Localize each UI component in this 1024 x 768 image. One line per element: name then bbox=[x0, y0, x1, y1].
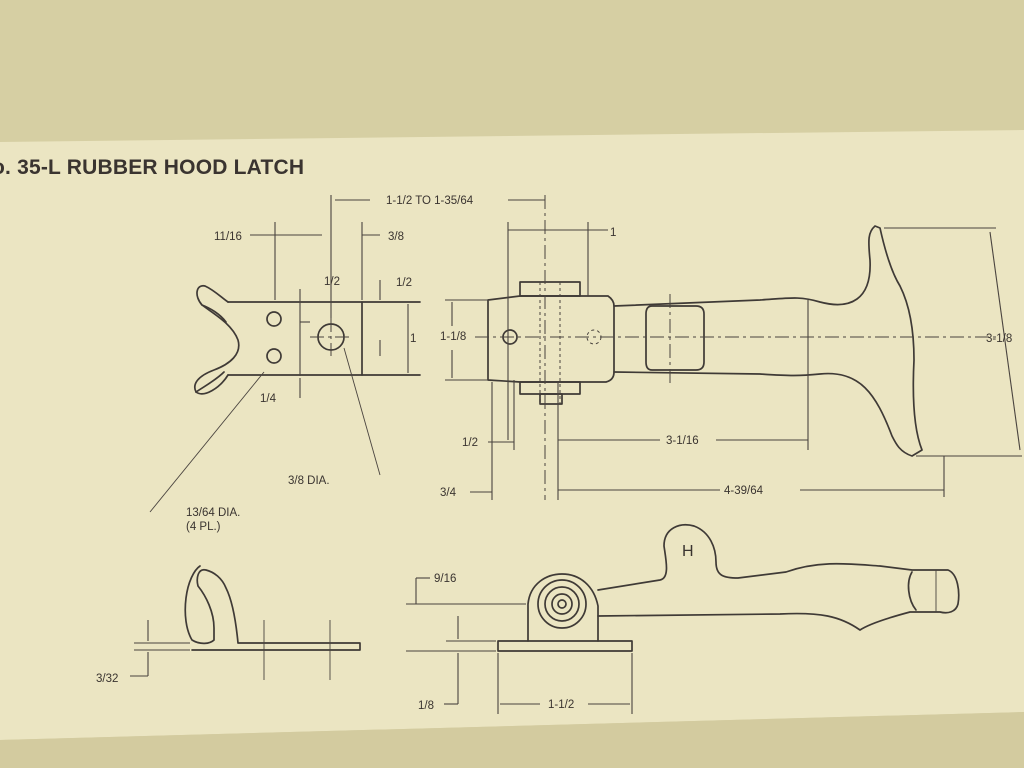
top-view-hook bbox=[194, 285, 421, 395]
mark-h: H bbox=[682, 543, 694, 560]
top-view-dimensions bbox=[149, 195, 545, 513]
dim-3-1-8: 3-1/8 bbox=[986, 333, 1012, 345]
dim-13-64-dia: 13/64 DIA. bbox=[186, 507, 240, 519]
top-view-latch bbox=[475, 195, 1000, 500]
dim-1-2-c: 1/2 bbox=[462, 437, 478, 449]
latch-dimensions bbox=[445, 222, 1022, 500]
dim-3-1-16: 3-1/16 bbox=[666, 435, 699, 447]
dim-1-b: 1 bbox=[610, 227, 616, 239]
side-view-latch bbox=[406, 524, 960, 714]
dim-4-39-64: 4-39/64 bbox=[724, 485, 764, 497]
dim-3-8: 3/8 bbox=[388, 231, 404, 243]
dim-11-16: 11/16 bbox=[214, 231, 242, 243]
dim-1-2-a: 1/2 bbox=[324, 276, 340, 288]
dim-4-pl: (4 PL.) bbox=[186, 521, 221, 533]
dim-3-8-dia: 3/8 DIA. bbox=[288, 475, 330, 487]
dim-1-1-8: 1-1/8 bbox=[440, 331, 466, 343]
dim-1-4: 1/4 bbox=[260, 393, 277, 405]
dim-overall-range: 1-1/2 TO 1-35/64 bbox=[386, 195, 474, 207]
dimension-labels: 1-1/2 TO 1-35/64 11/16 3/8 1/2 1/2 1 1-1… bbox=[96, 195, 1012, 712]
dim-1-a: 1 bbox=[410, 333, 416, 345]
side-view-hook bbox=[130, 565, 361, 680]
dim-1-2-b: 1/2 bbox=[396, 277, 412, 289]
dim-3-32: 3/32 bbox=[96, 673, 118, 685]
dim-1-8: 1/8 bbox=[418, 700, 434, 712]
page-title: o. 35-L RUBBER HOOD LATCH bbox=[0, 156, 305, 179]
dim-9-16: 9/16 bbox=[434, 573, 456, 585]
dim-1-1-2: 1-1/2 bbox=[548, 699, 574, 711]
dim-3-4: 3/4 bbox=[440, 487, 457, 499]
